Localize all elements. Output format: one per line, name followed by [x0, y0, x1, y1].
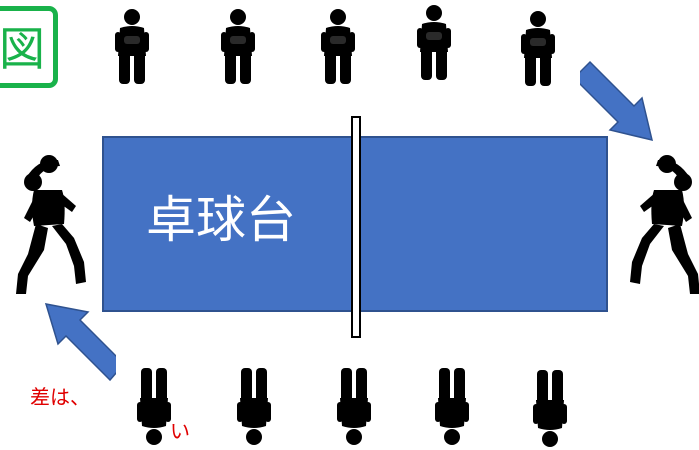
- note-text: 差は、 い: [30, 380, 190, 448]
- figure-badge-label: 図: [0, 22, 45, 76]
- spectator-bottom-5-icon: [528, 364, 572, 448]
- spectator-top-4-icon: [412, 4, 456, 82]
- table-label: 卓球台: [146, 191, 296, 249]
- table-net: [351, 116, 361, 338]
- spectator-bottom-3-icon: [332, 362, 376, 446]
- note-line-2: い: [170, 419, 190, 443]
- spectator-top-1-icon: [110, 8, 154, 86]
- spectator-top-2-icon: [216, 8, 260, 86]
- spectator-bottom-2-icon: [232, 362, 276, 446]
- rotation-arrow-bottom-left-icon: [44, 303, 116, 382]
- player-right-icon: [628, 150, 699, 300]
- spectator-top-5-icon: [516, 10, 560, 88]
- spectator-bottom-1-icon: [132, 362, 176, 446]
- spectator-bottom-4-icon: [430, 362, 474, 446]
- spectator-top-3-icon: [316, 8, 360, 86]
- figure-badge: 図: [0, 6, 58, 88]
- player-left-icon: [4, 150, 88, 300]
- rotation-arrow-top-right-icon: [580, 60, 654, 142]
- note-line-1: 差は、: [30, 385, 90, 409]
